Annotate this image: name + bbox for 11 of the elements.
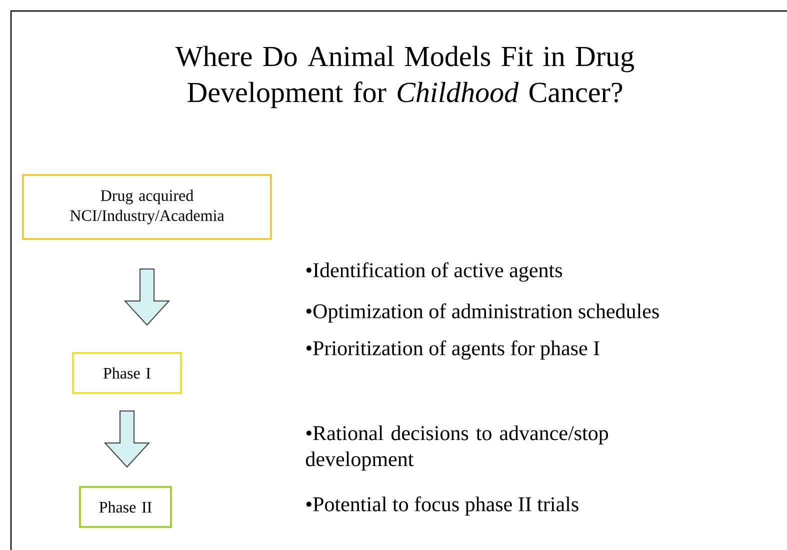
bullet-text: •Optimization of administration schedules	[306, 303, 659, 323]
process-box: Phase II	[79, 486, 172, 528]
block-arrow	[124, 268, 170, 326]
block-arrow	[104, 410, 150, 468]
title: Where Do Animal Models Fit in Drug Development for Childhood Cancer?	[176, 46, 634, 108]
bullet-text: •Potential to focus phase II trials	[306, 496, 578, 516]
process-box: Phase I	[72, 352, 182, 394]
bullet-text: •Prioritization of agents for phase I	[306, 340, 600, 360]
bullet-text: •Rational decisions to advance/stop development	[306, 425, 608, 471]
process-box: Drug acquired NCI/Industry/Academia	[22, 174, 272, 240]
bullet-text: •Identification of active agents	[306, 262, 562, 282]
